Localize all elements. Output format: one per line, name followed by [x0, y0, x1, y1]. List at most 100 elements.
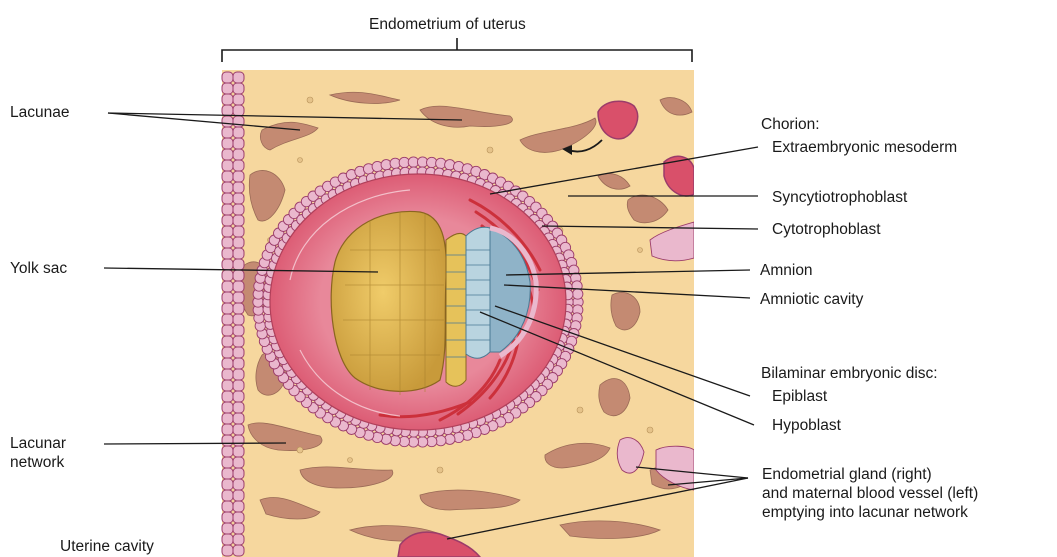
epithelial-cell [222, 182, 233, 193]
epithelial-cell [222, 270, 233, 281]
epithelial-cell [222, 468, 233, 479]
epithelial-cell [233, 259, 244, 270]
epithelial-cell [222, 457, 233, 468]
epithelial-cell [233, 160, 244, 171]
epithelial-cell [233, 512, 244, 523]
epithelial-cell [233, 270, 244, 281]
epithelial-cell [233, 226, 244, 237]
epithelial-cell [233, 83, 244, 94]
epithelial-cell [222, 94, 233, 105]
epithelial-cell [233, 292, 244, 303]
label-epiblast: Epiblast [772, 387, 827, 406]
label-chorion: Chorion: [761, 115, 820, 134]
diagram-title: Endometrium of uterus [369, 15, 526, 34]
epithelial-cell [222, 402, 233, 413]
epithelial-cell [222, 490, 233, 501]
epithelial-cell [233, 391, 244, 402]
epithelial-cell [222, 512, 233, 523]
epithelial-cell [222, 204, 233, 215]
epithelial-cell [233, 358, 244, 369]
epithelial-cell [222, 105, 233, 116]
epiblast [466, 227, 490, 358]
epithelial-cell [222, 127, 233, 138]
epithelial-cell [233, 479, 244, 490]
epithelial-cell [222, 424, 233, 435]
epithelial-cell [222, 72, 233, 83]
epithelial-cell [233, 193, 244, 204]
label-cytotrophoblast: Cytotrophoblast [772, 220, 881, 239]
epithelial-cell [222, 281, 233, 292]
epithelial-cell [222, 347, 233, 358]
epithelial-cell [222, 193, 233, 204]
epithelial-cell [222, 501, 233, 512]
epithelial-cell [233, 325, 244, 336]
epithelial-cell [233, 501, 244, 512]
epithelial-cell [222, 303, 233, 314]
epithelial-cell [222, 215, 233, 226]
epithelial-cell [233, 545, 244, 556]
epithelial-cell [222, 116, 233, 127]
epithelial-cell [233, 237, 244, 248]
epithelial-cell [222, 292, 233, 303]
epithelial-cell [222, 380, 233, 391]
epithelial-cell [233, 534, 244, 545]
epithelial-cell [222, 534, 233, 545]
epithelial-cell [233, 369, 244, 380]
label-amniotic-cavity: Amniotic cavity [760, 290, 863, 309]
label-bilaminar-disc: Bilaminar embryonic disc: [761, 364, 938, 383]
epithelial-cell [222, 435, 233, 446]
epithelial-cell [222, 325, 233, 336]
epithelial-cell [222, 248, 233, 259]
epithelial-cell [233, 402, 244, 413]
hypoblast [446, 233, 466, 386]
epithelial-cell [233, 248, 244, 259]
epithelial-cell [222, 369, 233, 380]
label-syncytiotrophoblast: Syncytiotrophoblast [772, 188, 907, 207]
epithelial-cell [233, 182, 244, 193]
epithelial-cell [222, 138, 233, 149]
label-yolk-sac: Yolk sac [10, 259, 67, 278]
label-amnion: Amnion [760, 261, 813, 280]
epithelial-cell [222, 237, 233, 248]
label-lacunar-network: Lacunar network [10, 434, 66, 472]
epithelial-cell [222, 391, 233, 402]
epithelial-cell [233, 204, 244, 215]
label-extraembryonic-mesoderm: Extraembryonic mesoderm [772, 138, 957, 157]
epithelial-cell [233, 171, 244, 182]
epithelial-cell [233, 72, 244, 83]
label-endometrial-gland: Endometrial gland (right) and maternal b… [762, 465, 978, 522]
epithelial-cell [233, 105, 244, 116]
epithelial-cell [233, 446, 244, 457]
top-bracket [222, 38, 692, 62]
epithelial-cell [233, 138, 244, 149]
epithelial-cell [222, 160, 233, 171]
epithelial-cell [233, 149, 244, 160]
epithelial-cell [233, 523, 244, 534]
epithelial-cell [222, 479, 233, 490]
epithelial-cell [222, 226, 233, 237]
epithelial-cell [233, 380, 244, 391]
epithelial-cell [233, 94, 244, 105]
epithelial-cell [233, 457, 244, 468]
epithelial-cell [222, 314, 233, 325]
epithelial-cell [222, 358, 233, 369]
epithelial-cell [233, 127, 244, 138]
label-hypoblast: Hypoblast [772, 416, 841, 435]
epithelial-cell [233, 303, 244, 314]
epithelial-cell [233, 490, 244, 501]
epithelial-cell [222, 259, 233, 270]
epithelial-cell [222, 413, 233, 424]
epithelial-cell [222, 149, 233, 160]
epithelial-cell [233, 314, 244, 325]
epithelial-cell [222, 523, 233, 534]
epithelial-cell [222, 545, 233, 556]
label-lacunae: Lacunae [10, 103, 69, 122]
epithelial-cell [233, 413, 244, 424]
epithelial-cell [233, 336, 244, 347]
yolk-sac [331, 211, 446, 391]
epithelial-cell [233, 424, 244, 435]
epithelial-cell [233, 435, 244, 446]
epithelial-cell [222, 446, 233, 457]
label-uterine-cavity: Uterine cavity [60, 537, 154, 556]
epithelial-cell [222, 83, 233, 94]
